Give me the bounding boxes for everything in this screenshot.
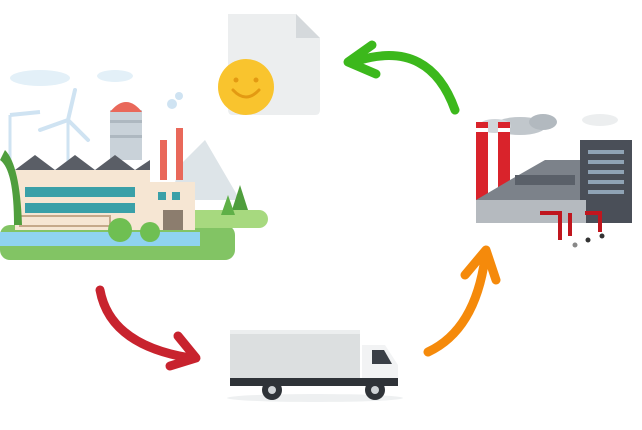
polluting-factory-illustration: [476, 114, 632, 248]
smiley-icon: [218, 59, 274, 115]
clean-factory-illustration: [0, 70, 268, 260]
arrow-factory-to-truck: [95, 285, 201, 371]
arrow-truck-to-factory: [423, 245, 501, 357]
arrow-factory-to-document: [343, 40, 460, 115]
truck-illustration: [227, 330, 403, 402]
